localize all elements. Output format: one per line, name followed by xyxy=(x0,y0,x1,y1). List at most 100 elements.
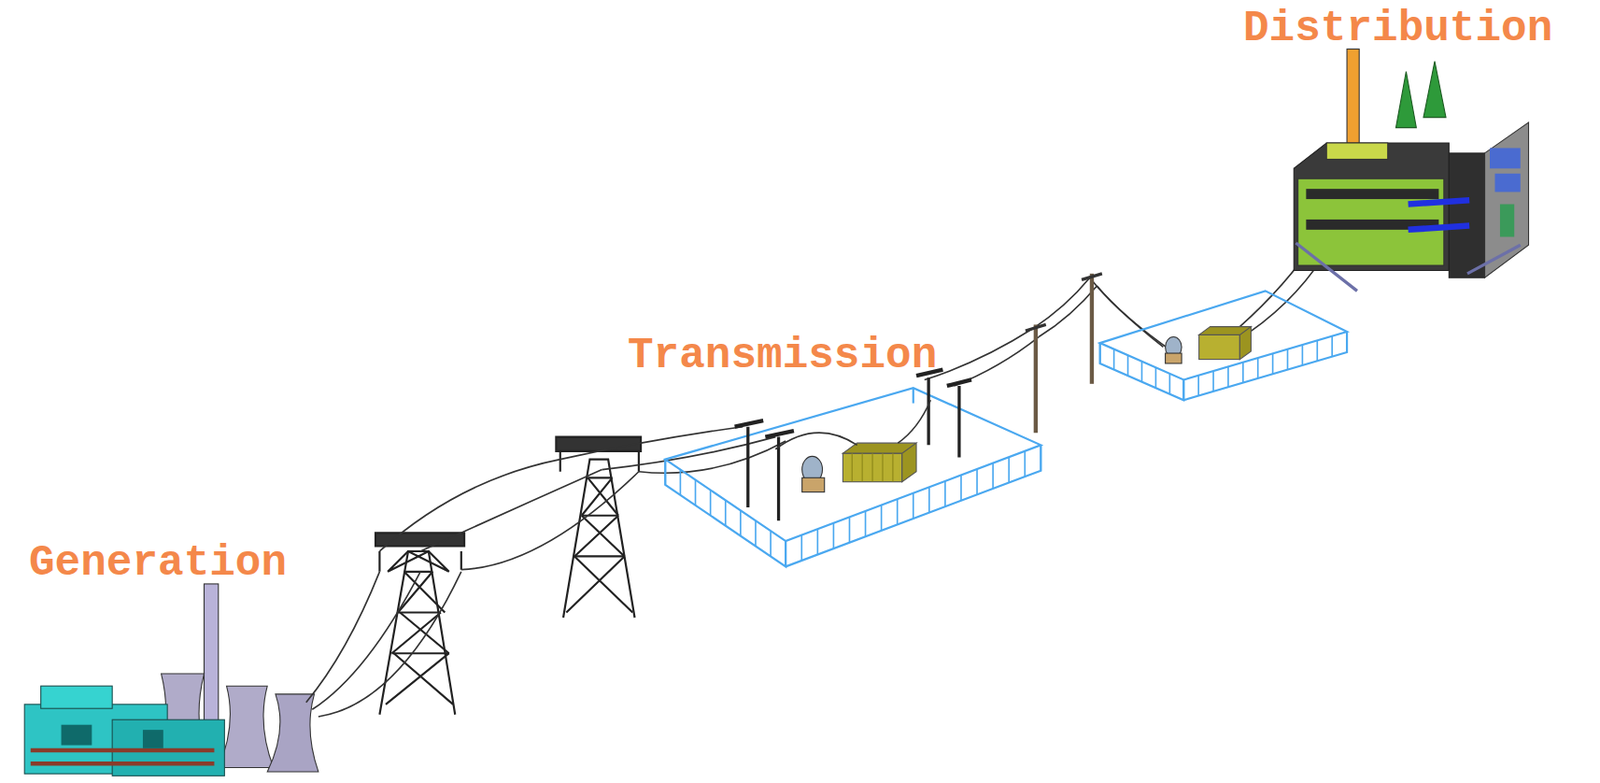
distribution-substation-part xyxy=(1100,331,1347,400)
distribution-substation-part-part xyxy=(1197,375,1200,397)
transmission-substation-part-part xyxy=(709,489,712,515)
transmission-substation-part-part xyxy=(800,535,803,561)
transmission-substation-part-part xyxy=(784,540,787,567)
factory-building-part xyxy=(1448,153,1485,278)
lattice-tower-part xyxy=(379,551,455,715)
transmission-substation-part-part xyxy=(784,540,787,567)
distribution-substation-part-part xyxy=(1182,379,1185,400)
lattice-tower-part xyxy=(555,437,641,452)
transmission-substation-part-part xyxy=(754,520,757,546)
power-plant-part xyxy=(142,729,164,749)
lattice-tower xyxy=(375,532,465,714)
distribution-substation-part-part xyxy=(1099,342,1102,364)
transmission-substation-part-part xyxy=(1007,456,1010,482)
transmission-substation-part xyxy=(665,444,1041,567)
transmission-substation-part-part xyxy=(896,498,899,524)
transmission-substation-part-part xyxy=(748,377,960,521)
distribution-substation-part-part xyxy=(1345,331,1348,353)
stage-label: Generation xyxy=(28,539,287,588)
power-line-part xyxy=(461,471,639,570)
distribution-substation-part xyxy=(1199,326,1252,360)
distribution-substation-part xyxy=(1199,334,1241,359)
transmission-substation-part xyxy=(912,387,915,403)
factory-building-part xyxy=(1500,204,1515,238)
transmission-substation-part-part xyxy=(960,474,963,500)
utility-pole-part xyxy=(1025,273,1103,331)
distribution-substation-part-part xyxy=(1212,370,1215,392)
lattice-tower-part xyxy=(566,477,633,612)
transmission-substation-part-part xyxy=(1023,451,1026,477)
distribution-substation-part xyxy=(1100,331,1347,400)
distribution-substation-part-part xyxy=(1242,362,1245,383)
utility-pole-part xyxy=(1033,324,1038,433)
distribution-substation xyxy=(1100,290,1347,400)
distribution-substation-part-part xyxy=(1182,379,1185,400)
transmission-substation-part-part xyxy=(991,463,994,489)
power-plant-part xyxy=(112,719,225,776)
factory-building-part xyxy=(1326,142,1388,159)
power-plant xyxy=(24,583,319,776)
lattice-tower-part xyxy=(563,459,635,618)
distribution-substation-part-part xyxy=(1141,361,1144,383)
transmission-substation-part-part xyxy=(769,530,772,556)
factory-building-part xyxy=(1295,242,1520,291)
factory-building-part xyxy=(1408,199,1471,230)
transmission-substation xyxy=(665,369,1041,567)
factory-building-part xyxy=(1346,48,1360,151)
power-plant-part xyxy=(218,685,274,767)
transmission-substation-part xyxy=(802,477,825,492)
stage-label: Transmission xyxy=(627,332,937,381)
power-line-part xyxy=(306,571,381,703)
power-plant-part xyxy=(61,724,93,746)
transmission-substation-part-part xyxy=(817,528,820,554)
power-plant-part xyxy=(267,693,319,772)
distribution-substation-part-part xyxy=(1330,336,1333,357)
transmission-substation-part-part xyxy=(724,499,727,525)
lattice-tower xyxy=(555,437,641,618)
transmission-substation-part xyxy=(665,444,1041,567)
transmission-substation-part-part xyxy=(849,516,851,542)
power-plant-part xyxy=(203,583,218,737)
factory-building-part xyxy=(1396,61,1447,128)
power-line-part xyxy=(420,469,602,552)
factory-building-part xyxy=(1298,178,1445,266)
lattice-tower-part xyxy=(560,451,639,472)
factory-building xyxy=(1293,48,1529,291)
transmission-substation-part-part xyxy=(976,468,978,495)
power-plant-part xyxy=(30,750,215,764)
power-line-part xyxy=(1038,285,1097,338)
transmission-substation-part xyxy=(842,453,902,482)
power-line-part xyxy=(560,426,744,460)
distribution-substation-part-part xyxy=(1155,367,1158,388)
distribution-substation-part-part xyxy=(1169,373,1172,395)
distribution-substation-part xyxy=(1100,290,1347,380)
power-line-part xyxy=(318,571,462,717)
factory-building-part xyxy=(1293,142,1449,271)
utility-pole-part xyxy=(1090,273,1094,384)
distribution-substation-part-part xyxy=(1316,339,1318,361)
transmission-substation-part-part xyxy=(928,486,931,512)
power-line xyxy=(306,240,1332,717)
transmission-substation-part-part xyxy=(694,479,697,505)
distribution-substation-part-part xyxy=(1127,354,1130,376)
transmission-substation-part-part xyxy=(944,481,947,507)
power-line-part xyxy=(311,571,421,709)
transmission-substation-part xyxy=(665,387,1041,541)
transmission-substation-part-part xyxy=(739,509,742,536)
transmission-substation-part-part xyxy=(1040,444,1043,470)
transmission-substation-part-part xyxy=(664,459,666,485)
stage-label: Distribution xyxy=(1243,5,1553,54)
transmission-substation-part-part xyxy=(833,523,836,549)
transmission-substation-part-part xyxy=(679,469,682,496)
transmission-substation-part xyxy=(851,453,893,482)
lattice-tower-part xyxy=(379,551,461,572)
distribution-substation-part-part xyxy=(1287,349,1289,370)
factory-building-part xyxy=(1494,173,1520,193)
utility-pole xyxy=(1025,273,1103,433)
lattice-tower-part xyxy=(387,551,450,572)
transmission-substation-part xyxy=(748,377,960,521)
power-line-part xyxy=(379,459,560,552)
factory-building-part xyxy=(1489,147,1521,169)
transmission-substation-part-part xyxy=(912,493,915,519)
